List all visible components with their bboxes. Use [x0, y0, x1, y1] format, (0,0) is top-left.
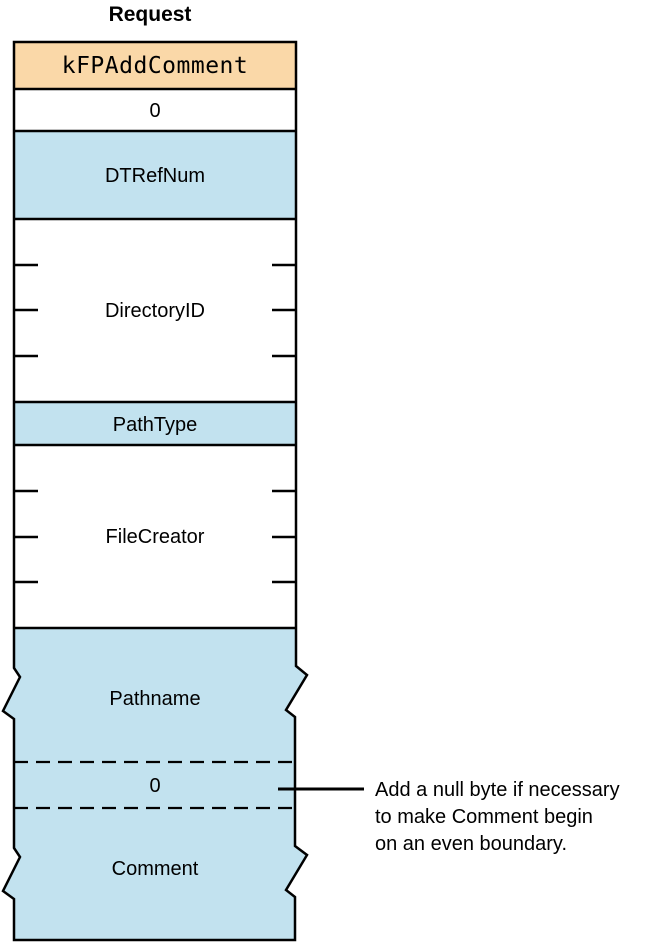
directory-id-label: DirectoryID [105, 300, 205, 322]
packet-outline [1, 40, 309, 942]
variable-length-region [3, 628, 307, 940]
opcode-cell [14, 42, 296, 89]
file-creator-label: FileCreator [106, 526, 205, 548]
comment-label: Comment [112, 858, 199, 880]
pad-byte-label: 0 [149, 100, 160, 122]
path-type-label: PathType [113, 414, 198, 436]
dt-ref-num-cell-bg-placeholder [14, 131, 296, 219]
path-type-cell [14, 402, 296, 445]
pathname-label: Pathname [109, 688, 200, 710]
annotation-line-1: Add a null byte if necessary [375, 779, 620, 801]
dt-ref-num-label: DTRefNum [105, 165, 205, 187]
null-byte-label: 0 [149, 775, 160, 797]
diagram-title: Request [109, 3, 192, 26]
annotation-line-2: to make Comment begin [375, 806, 593, 828]
opcode-label: kFPAddComment [62, 53, 249, 79]
annotation-line-3: on an even boundary. [375, 833, 567, 855]
